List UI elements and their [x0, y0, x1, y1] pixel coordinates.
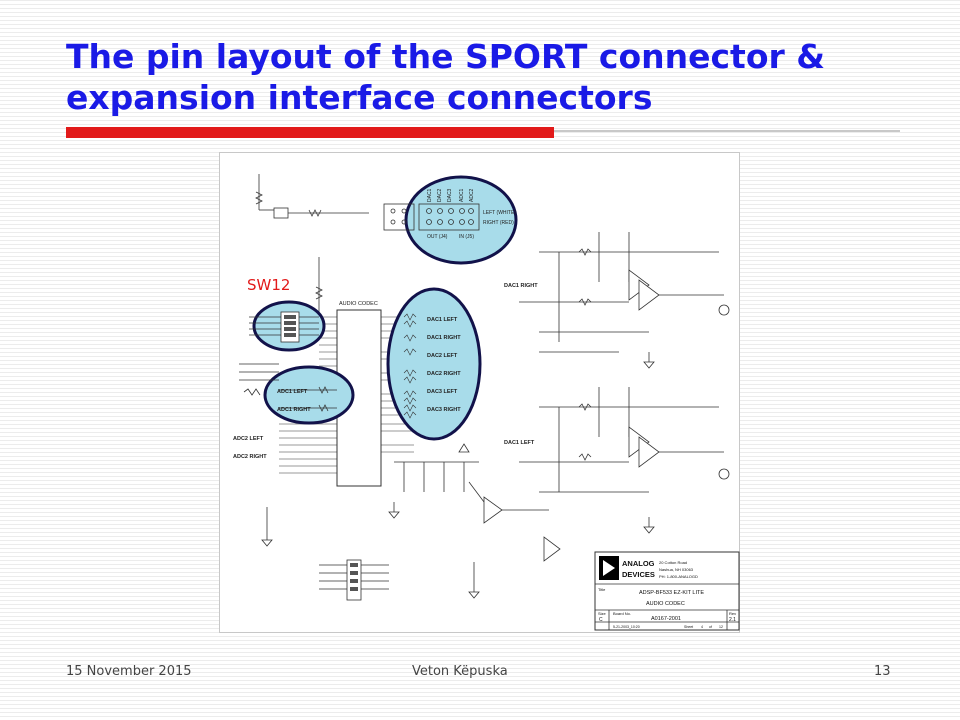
footer-author: Veton Këpuska [412, 664, 508, 679]
logo-line2: DEVICES [622, 570, 655, 579]
dac1-left-label: DAC1 LEFT [427, 317, 458, 323]
title-block [594, 551, 740, 631]
titleblock-board: A0167-2001 [651, 616, 681, 622]
dac1-right-amplifier [519, 232, 730, 369]
address-line2: Nashua, NH 03063 [659, 567, 694, 572]
titleblock-size-label: Size [598, 611, 607, 616]
codec-label: AUDIO CODEC [339, 301, 378, 307]
dac2-left-label: DAC2 LEFT [427, 353, 458, 359]
footer-page-number: 13 [874, 664, 891, 679]
dac3-left-label: DAC3 LEFT [427, 389, 458, 395]
adc2-left-label: ADC2 LEFT [233, 436, 264, 442]
logo-line1: ANALOG [622, 559, 655, 568]
reset-circuit [255, 174, 369, 219]
titleblock-sheet: 4 [701, 625, 703, 629]
titleblock-of-label: of [709, 625, 712, 629]
connector-label-adc2: ADC2 [469, 188, 475, 202]
dac2-right-label: DAC2 RIGHT [427, 371, 461, 377]
titleblock-date: 5-21-2003_10:20 [613, 625, 640, 629]
dac-outputs-highlight [386, 287, 482, 441]
titleblock-rev-label: Rev [729, 611, 736, 616]
dac1-right-label: DAC1 RIGHT [427, 335, 461, 341]
title-divider-line [554, 130, 900, 132]
dac-output-resistors [403, 313, 417, 419]
connector-label-dac1: DAC1 [427, 188, 433, 202]
titleblock-rev: 2.1 [729, 617, 736, 623]
connector-label-dac3: DAC3 [447, 188, 453, 202]
filter-components [261, 443, 561, 562]
dac3-right-label: DAC3 RIGHT [427, 407, 461, 413]
adc1-right-label: ADC1 RIGHT [277, 407, 311, 413]
adc1-left-label: ADC1 LEFT [277, 389, 308, 395]
connector-label-dac2: DAC2 [437, 188, 443, 202]
rca-connector [383, 203, 480, 231]
connector-right-label: RIGHT (RED) [483, 220, 514, 226]
title-accent-bar [66, 127, 554, 138]
adc1-inputs [239, 363, 337, 412]
connector-label-adc1: ADC1 [459, 188, 465, 202]
connector-left-label: LEFT (WHITE) [483, 210, 516, 216]
section-dac1-left-label: DAC1 LEFT [504, 440, 535, 446]
titleblock-sheets: 12 [719, 625, 723, 629]
titleblock-sheet-label: Sheet [684, 625, 693, 629]
connector-out-label: OUT (J4) [427, 234, 448, 240]
footer-date: 15 November 2015 [66, 664, 192, 679]
slide-title: The pin layout of the SPORT connector & … [66, 37, 826, 117]
section-dac1-right-label: DAC1 RIGHT [504, 283, 538, 289]
schematic-image: DAC1 DAC2 DAC3 ADC1 ADC2 LEFT (WHITE) RI… [219, 152, 740, 633]
titleblock-subtitle: AUDIO CODEC [646, 601, 685, 607]
dac1-left-amplifier [519, 387, 730, 534]
expansion-switch-block [319, 559, 480, 601]
adc2-right-label: ADC2 RIGHT [233, 454, 267, 460]
titleblock-board-label: Board No. [613, 611, 631, 616]
titleblock-title-label: Title [598, 587, 606, 592]
sw12-annotation: SW12 [247, 276, 291, 294]
titleblock-title: ADSP-BF533 EZ-KIT LITE [639, 590, 704, 596]
address-line3: PH: 1-800-ANALOGD [659, 574, 698, 579]
connector-in-label: IN (J5) [459, 234, 474, 240]
sw12-switch [249, 311, 319, 343]
address-line1: 20 Cotton Road [659, 560, 687, 565]
titleblock-size: C [599, 617, 603, 623]
adc1-highlight [263, 365, 355, 425]
